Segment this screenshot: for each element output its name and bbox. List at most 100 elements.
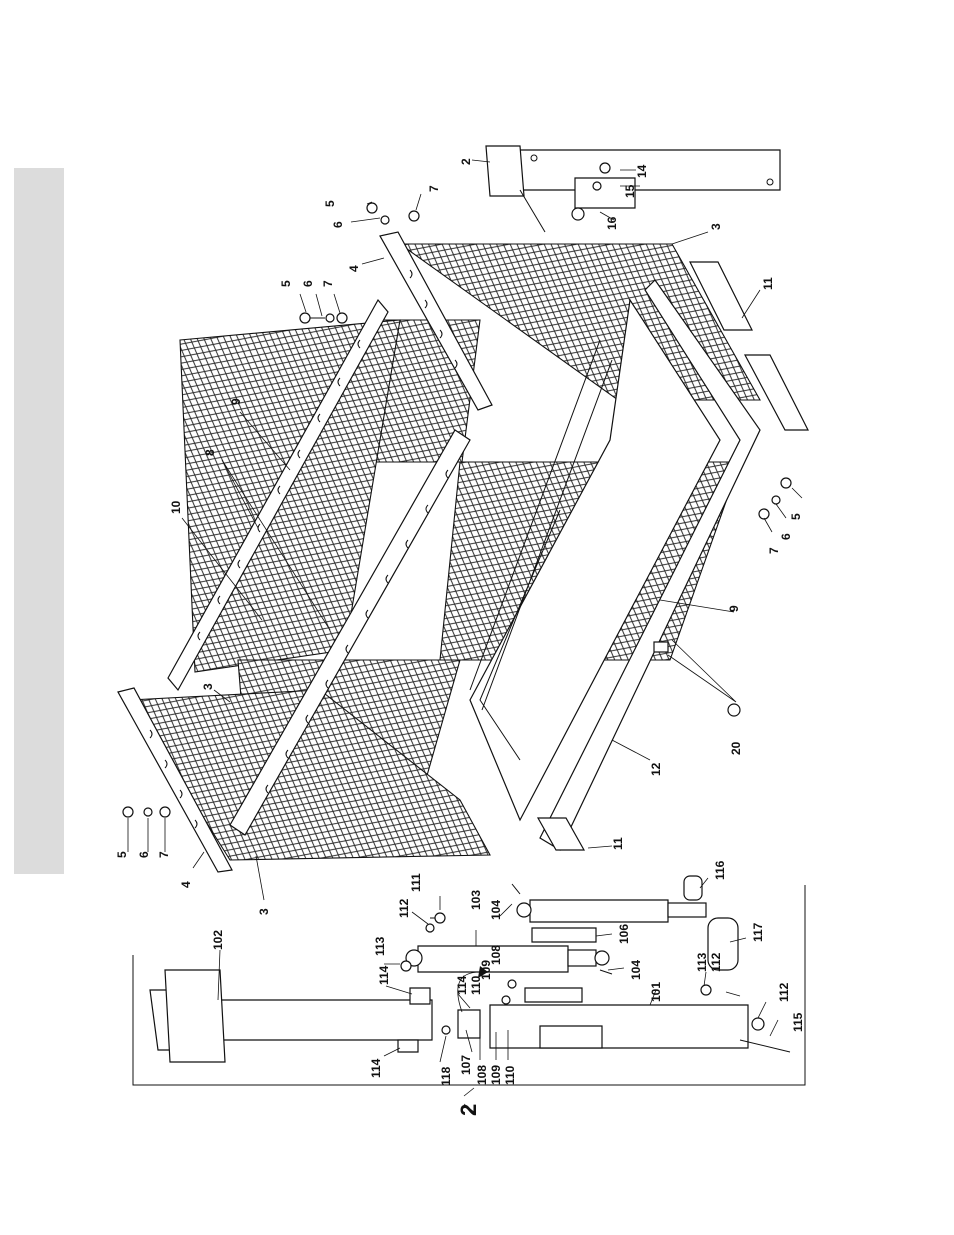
label-6-d: 6 bbox=[137, 851, 151, 858]
label-106: 106 bbox=[617, 924, 631, 944]
washer bbox=[144, 808, 152, 816]
label-3-c: 3 bbox=[257, 908, 271, 915]
label-113-a: 113 bbox=[373, 936, 387, 956]
label-6-c: 6 bbox=[779, 533, 793, 540]
cylinder-103-rod bbox=[568, 950, 596, 966]
label-113-b: 113 bbox=[695, 952, 709, 972]
washer-112 bbox=[426, 924, 434, 932]
tube-cap bbox=[728, 704, 740, 716]
label-7-a: 7 bbox=[427, 185, 441, 192]
nut bbox=[160, 807, 170, 817]
roller-116 bbox=[684, 876, 702, 900]
label-8: 8 bbox=[203, 449, 217, 456]
label-101: 101 bbox=[649, 982, 663, 1002]
label-117: 117 bbox=[751, 922, 765, 942]
post-101-mount bbox=[525, 988, 582, 1002]
label-107: 107 bbox=[459, 1055, 473, 1075]
washer bbox=[772, 496, 780, 504]
spacer-106 bbox=[532, 928, 596, 942]
cylinder-upper-eye bbox=[517, 903, 531, 917]
label-11-a: 11 bbox=[761, 277, 775, 290]
label-6-a: 6 bbox=[331, 221, 345, 228]
label-5-b: 5 bbox=[279, 280, 293, 287]
post-101 bbox=[490, 1005, 748, 1048]
label-114-c: 114 bbox=[369, 1058, 383, 1078]
post-cap bbox=[486, 146, 524, 196]
label-114-a: 114 bbox=[377, 965, 391, 985]
label-112-b: 112 bbox=[709, 952, 723, 972]
post-102-flange bbox=[165, 970, 225, 1062]
post-102 bbox=[210, 1000, 432, 1040]
bracket-114-lower bbox=[398, 1040, 418, 1052]
label-14: 14 bbox=[635, 164, 649, 178]
label-102: 102 bbox=[211, 930, 225, 950]
nut-112-c bbox=[752, 1018, 764, 1030]
cylinder-upper-rod bbox=[668, 903, 706, 917]
label-9-b: 9 bbox=[727, 605, 741, 612]
label-12: 12 bbox=[649, 762, 663, 776]
label-5-c: 5 bbox=[789, 513, 803, 520]
label-6-b: 6 bbox=[301, 280, 315, 287]
label-111: 111 bbox=[409, 873, 423, 892]
label-4-b: 4 bbox=[179, 881, 193, 888]
label-116: 116 bbox=[713, 860, 727, 880]
post-pin bbox=[520, 190, 545, 232]
tube-plug-20 bbox=[654, 642, 668, 652]
label-10: 10 bbox=[169, 500, 183, 514]
bolt-head bbox=[300, 313, 310, 323]
platform-assembly bbox=[118, 146, 808, 872]
label-15: 15 bbox=[623, 184, 637, 198]
label-2-big: 2 bbox=[456, 1104, 481, 1116]
post-101-plate bbox=[540, 1026, 602, 1048]
washer bbox=[381, 216, 389, 224]
bolt-head bbox=[600, 163, 610, 173]
washer bbox=[326, 314, 334, 322]
cylinder-upper bbox=[530, 900, 668, 922]
nut bbox=[759, 509, 769, 519]
label-7-c: 7 bbox=[767, 547, 781, 554]
label-4-a: 4 bbox=[347, 265, 361, 272]
label-3-b: 3 bbox=[201, 683, 215, 690]
label-104-b: 104 bbox=[629, 960, 643, 980]
nut bbox=[337, 313, 347, 323]
label-110-b: 110 bbox=[503, 1065, 517, 1085]
bracket-114 bbox=[410, 988, 430, 1004]
label-20: 20 bbox=[729, 741, 743, 755]
bracket-107 bbox=[458, 1010, 480, 1038]
nut-113 bbox=[401, 961, 411, 971]
label-103: 103 bbox=[469, 890, 483, 910]
label-108-b: 108 bbox=[475, 1065, 489, 1085]
label-7-b: 7 bbox=[321, 280, 335, 287]
label-115: 115 bbox=[791, 1012, 805, 1032]
bolt-head bbox=[781, 478, 791, 488]
label-7-d: 7 bbox=[157, 851, 171, 858]
pin-118 bbox=[442, 1026, 450, 1034]
bolt-head bbox=[123, 807, 133, 817]
label-109-b: 109 bbox=[489, 1065, 503, 1085]
label-5-d: 5 bbox=[115, 851, 129, 858]
bolt-111 bbox=[435, 913, 445, 923]
post-tube bbox=[520, 150, 780, 190]
label-9-a: 9 bbox=[229, 398, 243, 405]
washer-110 bbox=[502, 996, 510, 1004]
bolt-head bbox=[367, 203, 377, 213]
label-114-b: 114 bbox=[455, 975, 469, 995]
label-104-a: 104 bbox=[489, 900, 503, 920]
label-16: 16 bbox=[605, 216, 619, 230]
washer-109 bbox=[508, 980, 516, 988]
nut bbox=[409, 211, 419, 221]
cylinder-103-end bbox=[595, 951, 609, 965]
label-112-a: 112 bbox=[397, 898, 411, 918]
label-118: 118 bbox=[439, 1066, 453, 1086]
label-3-a: 3 bbox=[709, 223, 723, 230]
label-5-a: 5 bbox=[323, 200, 337, 207]
nut bbox=[572, 208, 584, 220]
nut-113-b bbox=[701, 985, 711, 995]
label-11-b: 11 bbox=[611, 837, 625, 850]
label-112-c: 112 bbox=[777, 982, 791, 1002]
label-110-a: 110 bbox=[469, 975, 483, 995]
washer bbox=[593, 182, 601, 190]
label-2-top: 2 bbox=[459, 158, 473, 165]
